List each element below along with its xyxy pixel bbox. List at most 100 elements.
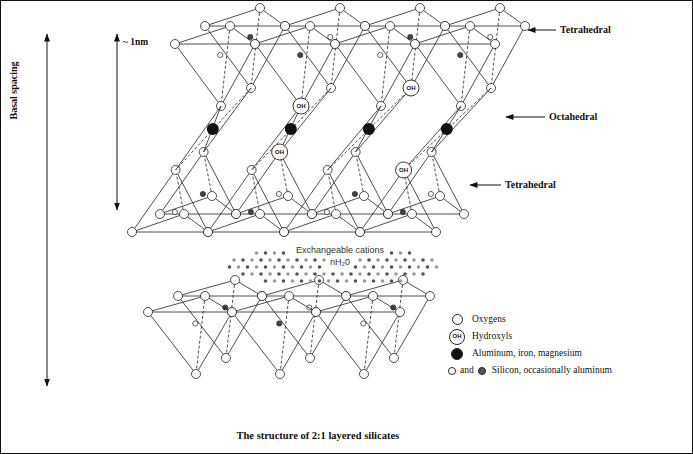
oxygen-atom — [226, 22, 235, 31]
oxygen-atom — [306, 22, 315, 31]
cation-dot — [408, 265, 412, 269]
tetrahedron-edge — [176, 170, 184, 214]
legend-entry: andSilicon, occasionally aluminum — [448, 362, 612, 379]
oxygen-atom — [396, 308, 405, 317]
tetrahedron-edge — [381, 26, 390, 106]
tetrahedron-edge — [148, 296, 232, 312]
cation-dot — [327, 279, 331, 283]
tetrahedron-edge — [301, 26, 310, 106]
cation-dot — [363, 279, 367, 283]
oxygen-atom — [356, 228, 365, 237]
region-label: nH₂0 — [330, 258, 350, 268]
dimension-arrow — [117, 34, 118, 210]
silicon-atom — [200, 191, 205, 196]
cation-dot — [322, 272, 326, 276]
cation-dot — [394, 258, 398, 262]
metal-atom — [285, 123, 297, 135]
oxygen-atom — [496, 4, 505, 13]
oxygen-atom — [308, 210, 317, 219]
oxygen-atom — [201, 292, 210, 301]
octahedron-edge — [432, 106, 461, 152]
hydroxyl-circles — [272, 80, 419, 178]
tetrahedron-edge — [285, 26, 365, 88]
tetrahedron-edge — [132, 170, 208, 232]
tetrahedron-edge — [236, 152, 312, 214]
cation-dot — [237, 265, 241, 269]
cation-dot — [399, 279, 403, 283]
cation-dot — [349, 272, 353, 276]
cation-dot — [241, 272, 245, 276]
cation-dot — [412, 258, 416, 262]
cation-dot — [345, 279, 349, 283]
cation-dot — [381, 279, 385, 283]
tetrahedron-edge — [132, 214, 208, 232]
oxygen-atom — [171, 40, 180, 49]
tetrahedron-edge — [196, 296, 205, 374]
octahedron-edge — [404, 88, 491, 170]
oxygen-atom — [416, 4, 425, 13]
oxygen-atom — [411, 40, 420, 49]
cation-dot — [372, 279, 376, 283]
cation-dot — [300, 279, 304, 283]
cation-dot — [421, 272, 425, 276]
octahedron-edge — [404, 106, 461, 170]
oxygen-atom — [128, 228, 137, 237]
cation-dot — [255, 265, 259, 269]
oxygen-atom — [306, 354, 315, 363]
cation-dot — [304, 258, 308, 262]
oxygen-atom — [251, 40, 260, 49]
cation-dot — [412, 272, 416, 276]
octahedron-edge — [176, 88, 251, 170]
oxygen-atom — [201, 22, 210, 31]
oxygen-atom — [441, 22, 450, 31]
tetrahedron-edge — [445, 26, 525, 88]
cation-dot — [277, 272, 281, 276]
oxygen-atom — [180, 210, 189, 219]
tetrahedron-edge — [445, 8, 525, 26]
oxygen-atom — [369, 292, 378, 301]
oxygen-atom — [331, 40, 340, 49]
cation-dot — [246, 265, 250, 269]
cation-dot — [313, 272, 317, 276]
cation-dot — [309, 265, 313, 269]
tetrahedron-edge — [365, 8, 445, 26]
oxygen-atom — [258, 292, 267, 301]
oxygen-atom — [360, 192, 369, 201]
tetrahedron-edge — [394, 280, 403, 358]
oxygen-atom — [285, 292, 294, 301]
oxygen-atom — [361, 22, 370, 31]
oxygen-atom — [312, 308, 321, 317]
tetrahedron-edge — [365, 26, 445, 88]
tetrahedron-edge — [331, 8, 340, 88]
legend-joiner-text: and — [460, 365, 474, 375]
oxygen-atom — [204, 228, 213, 237]
cation-dot — [376, 258, 380, 262]
octahedron-edge — [328, 106, 381, 170]
oxygen-atom — [280, 228, 289, 237]
metal-atom — [363, 123, 375, 135]
hydroxyl-circle — [272, 144, 288, 160]
tetrahedron-edge — [356, 152, 364, 196]
layer-label: Octahedral — [549, 111, 597, 122]
cation-dot — [354, 279, 358, 283]
oxygen-atom — [441, 22, 450, 31]
cation-dot — [318, 279, 322, 283]
silicon-atom — [276, 191, 281, 196]
cation-dot — [430, 258, 434, 262]
tetrahedron-edge — [205, 26, 285, 88]
cation-dot — [399, 251, 403, 255]
pointer-arrow — [470, 185, 501, 186]
tetrahedron-edge — [262, 280, 346, 296]
oxygen-atom — [232, 210, 241, 219]
pointer-arrow — [506, 117, 545, 118]
silicon-atom — [352, 191, 357, 196]
hydroxyl-label: OH — [275, 149, 284, 156]
oxygen-atom — [386, 22, 395, 31]
oxygen-atom — [284, 192, 293, 201]
cation-dot — [273, 265, 277, 269]
oxygen-atom — [426, 292, 435, 301]
oxygen-atom — [231, 276, 240, 285]
cation-dot — [385, 272, 389, 276]
octahedron-edge — [252, 106, 301, 170]
hydroxyl-label: OH — [297, 103, 306, 110]
